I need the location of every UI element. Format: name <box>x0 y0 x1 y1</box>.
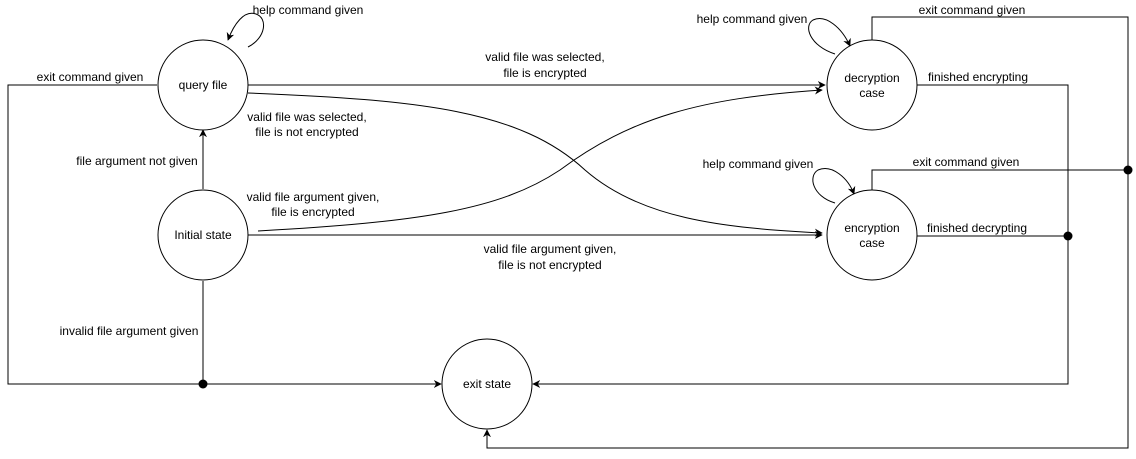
state-decryption-case-label-2: case <box>859 86 885 100</box>
label-decryption-help: help command given <box>697 12 808 26</box>
state-encryption-case-label-2: case <box>859 236 885 250</box>
label-decryption-exit: exit command given <box>919 3 1026 17</box>
state-initial-label: Initial state <box>174 228 232 242</box>
label-initial-to-decryption-1: valid file argument given, <box>247 190 380 204</box>
edge-encryption-help-loop <box>812 168 856 204</box>
edge-initial-to-decryption <box>257 86 823 232</box>
edge-query-exit <box>7 84 442 388</box>
label-query-to-decryption-1: valid file was selected, <box>485 50 604 64</box>
label-initial-to-query: file argument not given <box>76 154 197 168</box>
state-decryption-case-label-1: decryption <box>844 71 899 85</box>
edge-decryption-help-loop <box>808 18 851 55</box>
state-decryption-case: decryption case <box>826 39 918 131</box>
junction-dot-right-middle <box>1063 231 1073 241</box>
edge-query-to-encryption <box>247 92 823 237</box>
state-query-file-label: query file <box>179 78 228 92</box>
label-query-to-encryption-1: valid file was selected, <box>247 110 366 124</box>
label-query-help: help command given <box>253 3 364 17</box>
state-exit: exit state <box>441 338 533 430</box>
label-decryption-finished: finished encrypting <box>928 70 1028 84</box>
label-query-exit: exit command given <box>37 70 144 84</box>
junction-dot-right-upper <box>1123 165 1133 175</box>
state-exit-label: exit state <box>463 377 511 391</box>
junction-dot-left <box>198 379 208 389</box>
label-encryption-help: help command given <box>703 157 814 171</box>
label-initial-to-decryption-2: file is encrypted <box>271 205 354 219</box>
label-initial-to-encryption-1: valid file argument given, <box>484 242 617 256</box>
edge-encryption-exit <box>871 169 1128 190</box>
label-query-to-encryption-2: file is not encrypted <box>255 125 358 139</box>
state-encryption-case-label-1: encryption <box>844 221 899 235</box>
state-query-file: query file <box>157 39 249 131</box>
label-encryption-exit: exit command given <box>913 155 1020 169</box>
label-encryption-finished: finished decrypting <box>927 221 1027 235</box>
label-query-to-decryption-2: file is encrypted <box>503 66 586 80</box>
state-initial: Initial state <box>157 189 249 281</box>
edge-query-help-loop <box>226 12 264 48</box>
edge-decryption-exit <box>483 16 1129 449</box>
state-encryption-case: encryption case <box>826 189 918 281</box>
label-initial-to-exit: invalid file argument given <box>60 324 199 338</box>
label-initial-to-encryption-2: file is not encrypted <box>498 258 601 272</box>
